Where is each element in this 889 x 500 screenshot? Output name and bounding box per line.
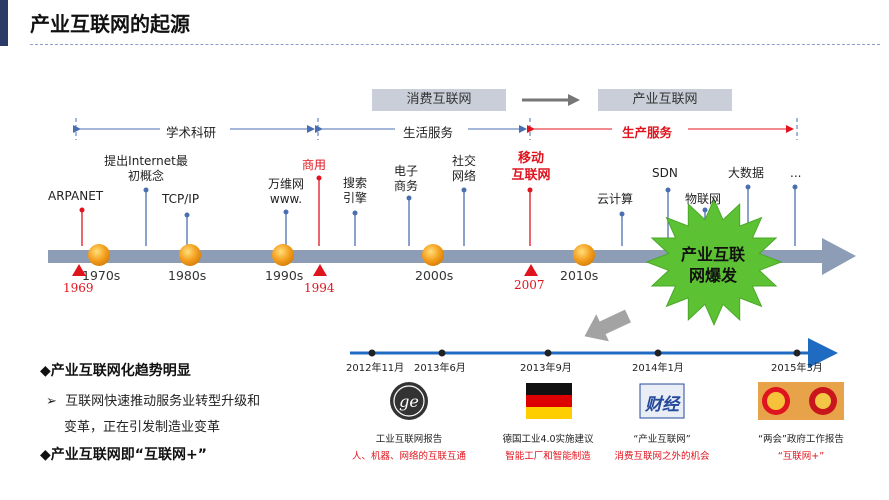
caption-ge: 工业互联网报告 [375, 434, 443, 445]
burst-label-line2: 网爆发 [688, 266, 737, 285]
event-www-line1: 万维网 [267, 177, 304, 191]
phase-academic: 学术科研 [166, 125, 217, 140]
event-commercial: 商用 [302, 158, 327, 172]
event-more: ... [790, 166, 802, 180]
phase-production-services: 生产服务 [622, 125, 673, 140]
germany-flag-icon [526, 383, 572, 419]
industrial-internet-band: 产业互联网 [598, 89, 732, 111]
policy-date-3: 2013年9月 [520, 363, 572, 374]
pointer-arrow-icon [584, 309, 631, 342]
svg-text:ge: ge [399, 392, 419, 411]
bullet-internet-plus-text: 产业互联网即“互联网+” [50, 447, 207, 463]
event-ecommerce-line1: 电子 [393, 164, 418, 178]
decade-1970s: 1970s [82, 268, 121, 283]
decade-2010s: 2010s [560, 268, 599, 283]
phase-life-services: 生活服务 [403, 125, 454, 140]
year-1994: 1994 [304, 281, 335, 295]
bullet-trend-detail-line2: 变革，正在引发制造业变革 [64, 420, 221, 435]
event-arpanet: ARPANET [48, 189, 104, 203]
bullet-trend-detail: ➢ 互联网快速推动服务业转型升级和 [46, 394, 261, 409]
policy-date-1: 2012年11月 [346, 363, 405, 374]
bullet-trend: ◆产业互联网化趋势明显 [40, 363, 191, 379]
event-internet-concept-line2: 初概念 [127, 169, 164, 183]
policy-date-2: 2013年6月 [414, 363, 466, 374]
event-social: 社交 网络 [447, 154, 481, 184]
event-mobile-line2: 互联网 [511, 168, 551, 183]
event-www: 万维网 www. [263, 177, 309, 207]
decade-1980s: 1980s [168, 268, 207, 283]
ge-logo-icon: ge [390, 382, 428, 420]
bullet-trend-detail-line1: 互联网快速推动服务业转型升级和 [65, 394, 261, 409]
event-internet-concept: 提出Internet最 初概念 [100, 154, 192, 184]
consumer-internet-band: 消费互联网 [372, 89, 506, 111]
burst-label-line1: 产业互联 [680, 245, 745, 264]
event-ecommerce-line2: 商务 [393, 179, 418, 193]
decade-dots [88, 244, 595, 266]
event-tcpip: TCP/IP [162, 192, 200, 206]
policy-date-5: 2015年3月 [771, 363, 823, 374]
burst-label: 产业互联 网爆发 [663, 244, 763, 286]
event-internet-concept-line1: 提出Internet最 [104, 154, 188, 168]
policy-timeline-line [350, 338, 838, 368]
event-iot: 物联网 [685, 192, 722, 206]
caption-germany: 德国工业4.0实施建议 [502, 434, 594, 445]
emblem-icon [758, 382, 844, 420]
event-social-line2: 网络 [451, 169, 476, 183]
event-ecommerce: 电子 商务 [389, 164, 423, 194]
burst-star-icon [645, 198, 783, 326]
title-divider [30, 44, 880, 45]
caption-two-sessions-red: “互联网+” [777, 451, 825, 462]
caption-caijing-red: 消费互联网之外的机会 [614, 451, 710, 462]
title-accent-bar [0, 0, 8, 46]
event-social-line1: 社交 [451, 154, 476, 168]
decade-2000s: 2000s [415, 268, 454, 283]
event-search-line1: 搜索 [342, 176, 367, 190]
bullet-internet-plus: ◆产业互联网即“互联网+” [40, 447, 207, 463]
caption-ge-red: 人、机器、网络的互联互通 [351, 451, 466, 462]
policy-date-4: 2014年1月 [632, 363, 684, 374]
event-cloud: 云计算 [597, 192, 634, 206]
caijing-logo-text: 财经 [645, 395, 679, 415]
event-mobile-internet: 移动 互联网 [506, 150, 556, 184]
caption-caijing: “产业互联网” [633, 434, 691, 445]
event-search-line2: 引擎 [342, 191, 367, 205]
decade-1990s: 1990s [265, 268, 304, 283]
page-title: 产业互联网的起源 [30, 12, 190, 36]
event-bigdata: 大数据 [728, 166, 765, 180]
event-pins [79, 175, 798, 246]
caption-germany-red: 智能工厂和智能制造 [505, 451, 591, 462]
event-mobile-line1: 移动 [517, 151, 544, 166]
event-sdn: SDN [652, 166, 678, 180]
event-www-line2: www. [269, 192, 303, 206]
year-markers [72, 264, 538, 276]
year-2007: 2007 [514, 278, 545, 292]
bullet-trend-text: 产业互联网化趋势明显 [50, 363, 191, 379]
event-search-engine: 搜索 引擎 [338, 176, 372, 206]
caption-two-sessions: “两会”政府工作报告 [758, 434, 844, 445]
consumer-to-industrial-arrow [522, 94, 580, 106]
year-1969: 1969 [63, 281, 94, 295]
caijing-logo-icon [639, 383, 685, 419]
